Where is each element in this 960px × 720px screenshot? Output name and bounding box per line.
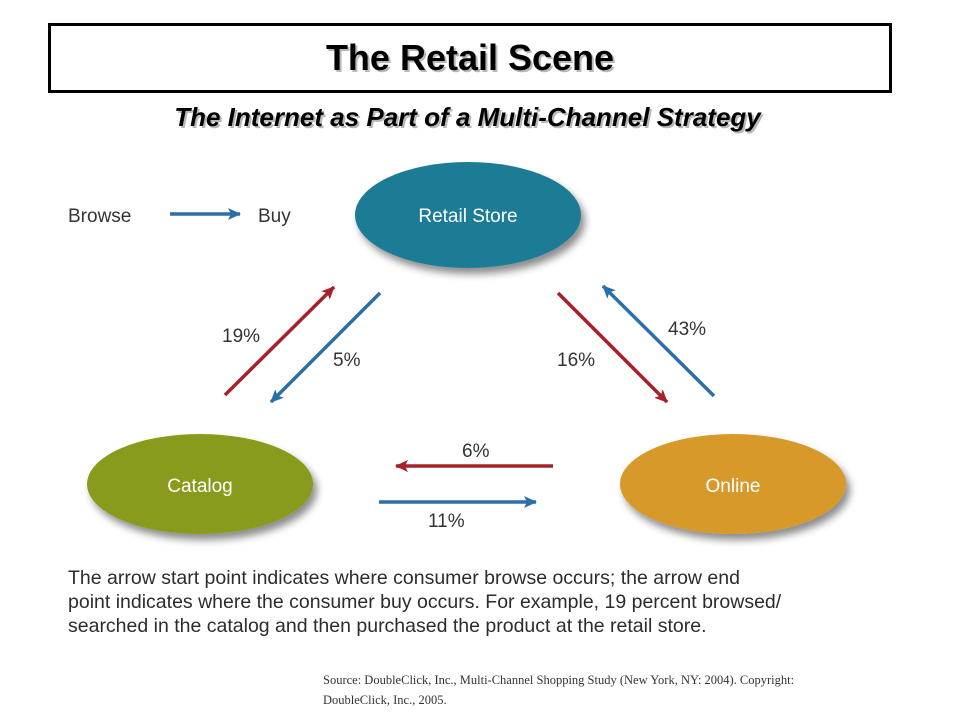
flow-label-catalog-to-retail: 19% (222, 326, 260, 347)
catalog-label: Catalog (167, 476, 233, 497)
page-title: The Retail Scene (325, 37, 615, 78)
flow-label-online-to-retail: 43% (668, 319, 706, 340)
caption-line: point indicates where the consumer buy o… (68, 591, 782, 613)
page-subtitle: The Internet as Part of a Multi-Channel … (174, 102, 761, 132)
flow-label-online-to-catalog: 6% (462, 441, 490, 462)
diagram-caption: The arrow start point indicates where co… (68, 566, 938, 638)
flow-label-retail-to-catalog: 5% (333, 350, 361, 371)
retail-store-ellipse (355, 162, 581, 268)
legend-buy-label: Buy (258, 206, 291, 227)
source-line: DoubleClick, Inc., 2005. (323, 693, 447, 707)
caption-line: searched in the catalog and then purchas… (68, 615, 707, 637)
catalog-ellipse (87, 434, 313, 534)
retail-store-label: Retail Store (418, 206, 517, 227)
online-ellipse (620, 434, 846, 534)
node-catalog: Catalog (87, 434, 313, 534)
source-citation: Source: DoubleClick, Inc., Multi-Channel… (323, 670, 923, 710)
title-box: The Retail Scene (48, 23, 892, 93)
flow-label-retail-to-online: 16% (557, 350, 595, 371)
flow-label-catalog-to-online: 11% (428, 511, 465, 532)
node-retail-store: Retail Store (355, 162, 581, 268)
caption-line: The arrow start point indicates where co… (68, 567, 740, 589)
arrow-retail-to-online (556, 291, 669, 404)
source-line: Source: DoubleClick, Inc., Multi-Channel… (323, 673, 795, 687)
online-label: Online (706, 476, 761, 497)
arrow-catalog-to-retail (223, 285, 336, 397)
arrow-retail-to-catalog (269, 291, 382, 404)
node-online: Online (620, 434, 846, 534)
arrow-online-to-retail (601, 284, 716, 398)
legend-browse-label: Browse (68, 206, 131, 227)
